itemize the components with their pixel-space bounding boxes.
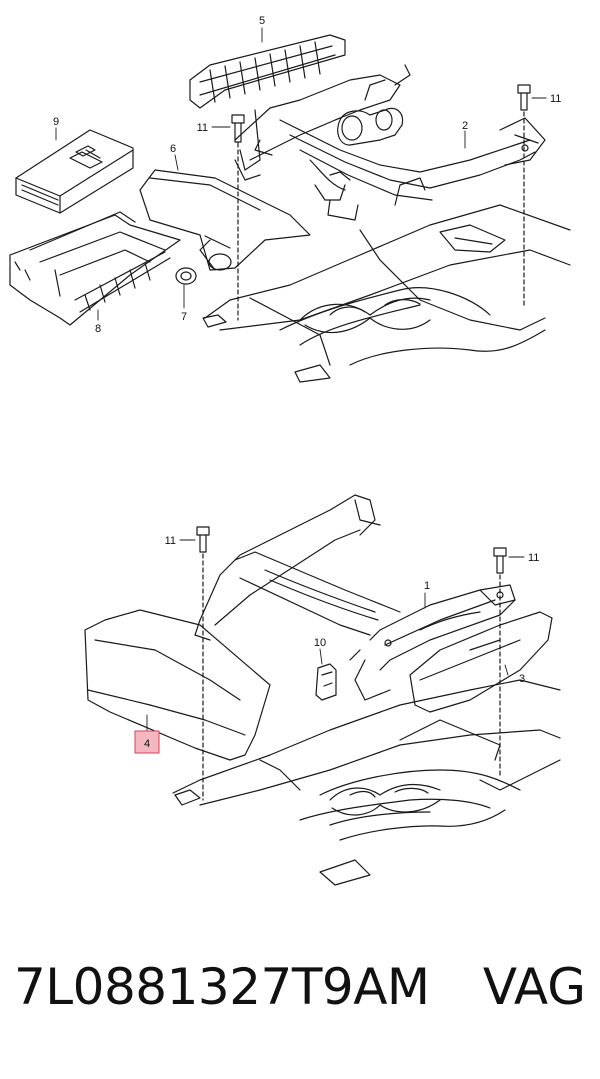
storage-tray-8 [9,211,181,326]
callout-11-bottom-right: 11 [528,552,539,564]
callout-8: 8 [95,323,101,335]
callout-5: 5 [259,15,265,27]
floor-pan-top [202,204,571,383]
bottom-assembly [84,494,561,886]
callout-9: 9 [53,116,59,128]
callout-11-bottom-left: 11 [165,535,176,547]
brand-label: VAG [482,958,586,1016]
callout-1: 1 [424,580,430,592]
bolt-11-top-right [517,84,531,306]
callout-11-top-right: 11 [550,93,561,105]
callout-2: 2 [462,120,468,132]
callout-7: 7 [181,311,187,323]
callouts: 5 11 11 2 9 6 8 7 11 11 1 10 3 4 [53,15,561,754]
callout-10: 10 [314,637,326,649]
callout-3: 3 [519,673,525,685]
mesh-panel-5 [189,34,346,109]
first-aid-kit-9 [15,129,134,214]
parts-diagram: 5 11 11 2 9 6 8 7 11 11 1 10 3 4 [9,15,571,886]
bolt-11-bottom-left [196,526,210,801]
seat-frame-1 [194,494,516,701]
callout-11-top-left: 11 [197,122,208,134]
clip-10 [315,663,337,701]
top-assembly [9,27,571,383]
caption-bar: 7L0881327T9AM VAG [0,958,600,1038]
side-cover-3 [409,611,553,713]
grommet-7 [175,267,197,285]
bolt-11-bottom-right [493,547,507,776]
leader-lines-bottom [146,539,525,731]
callout-4: 4 [144,738,150,750]
bolt-11-top-left [231,114,245,321]
callout-4-highlight: 4 [134,730,160,754]
cover-6 [139,169,311,271]
leader-lines-top [55,27,547,321]
cover-4 [84,609,271,761]
callout-6: 6 [170,143,176,155]
floor-pan-bottom [172,679,561,886]
part-number: 7L0881327T9AM [14,958,430,1016]
seat-frame-2 [234,64,546,221]
